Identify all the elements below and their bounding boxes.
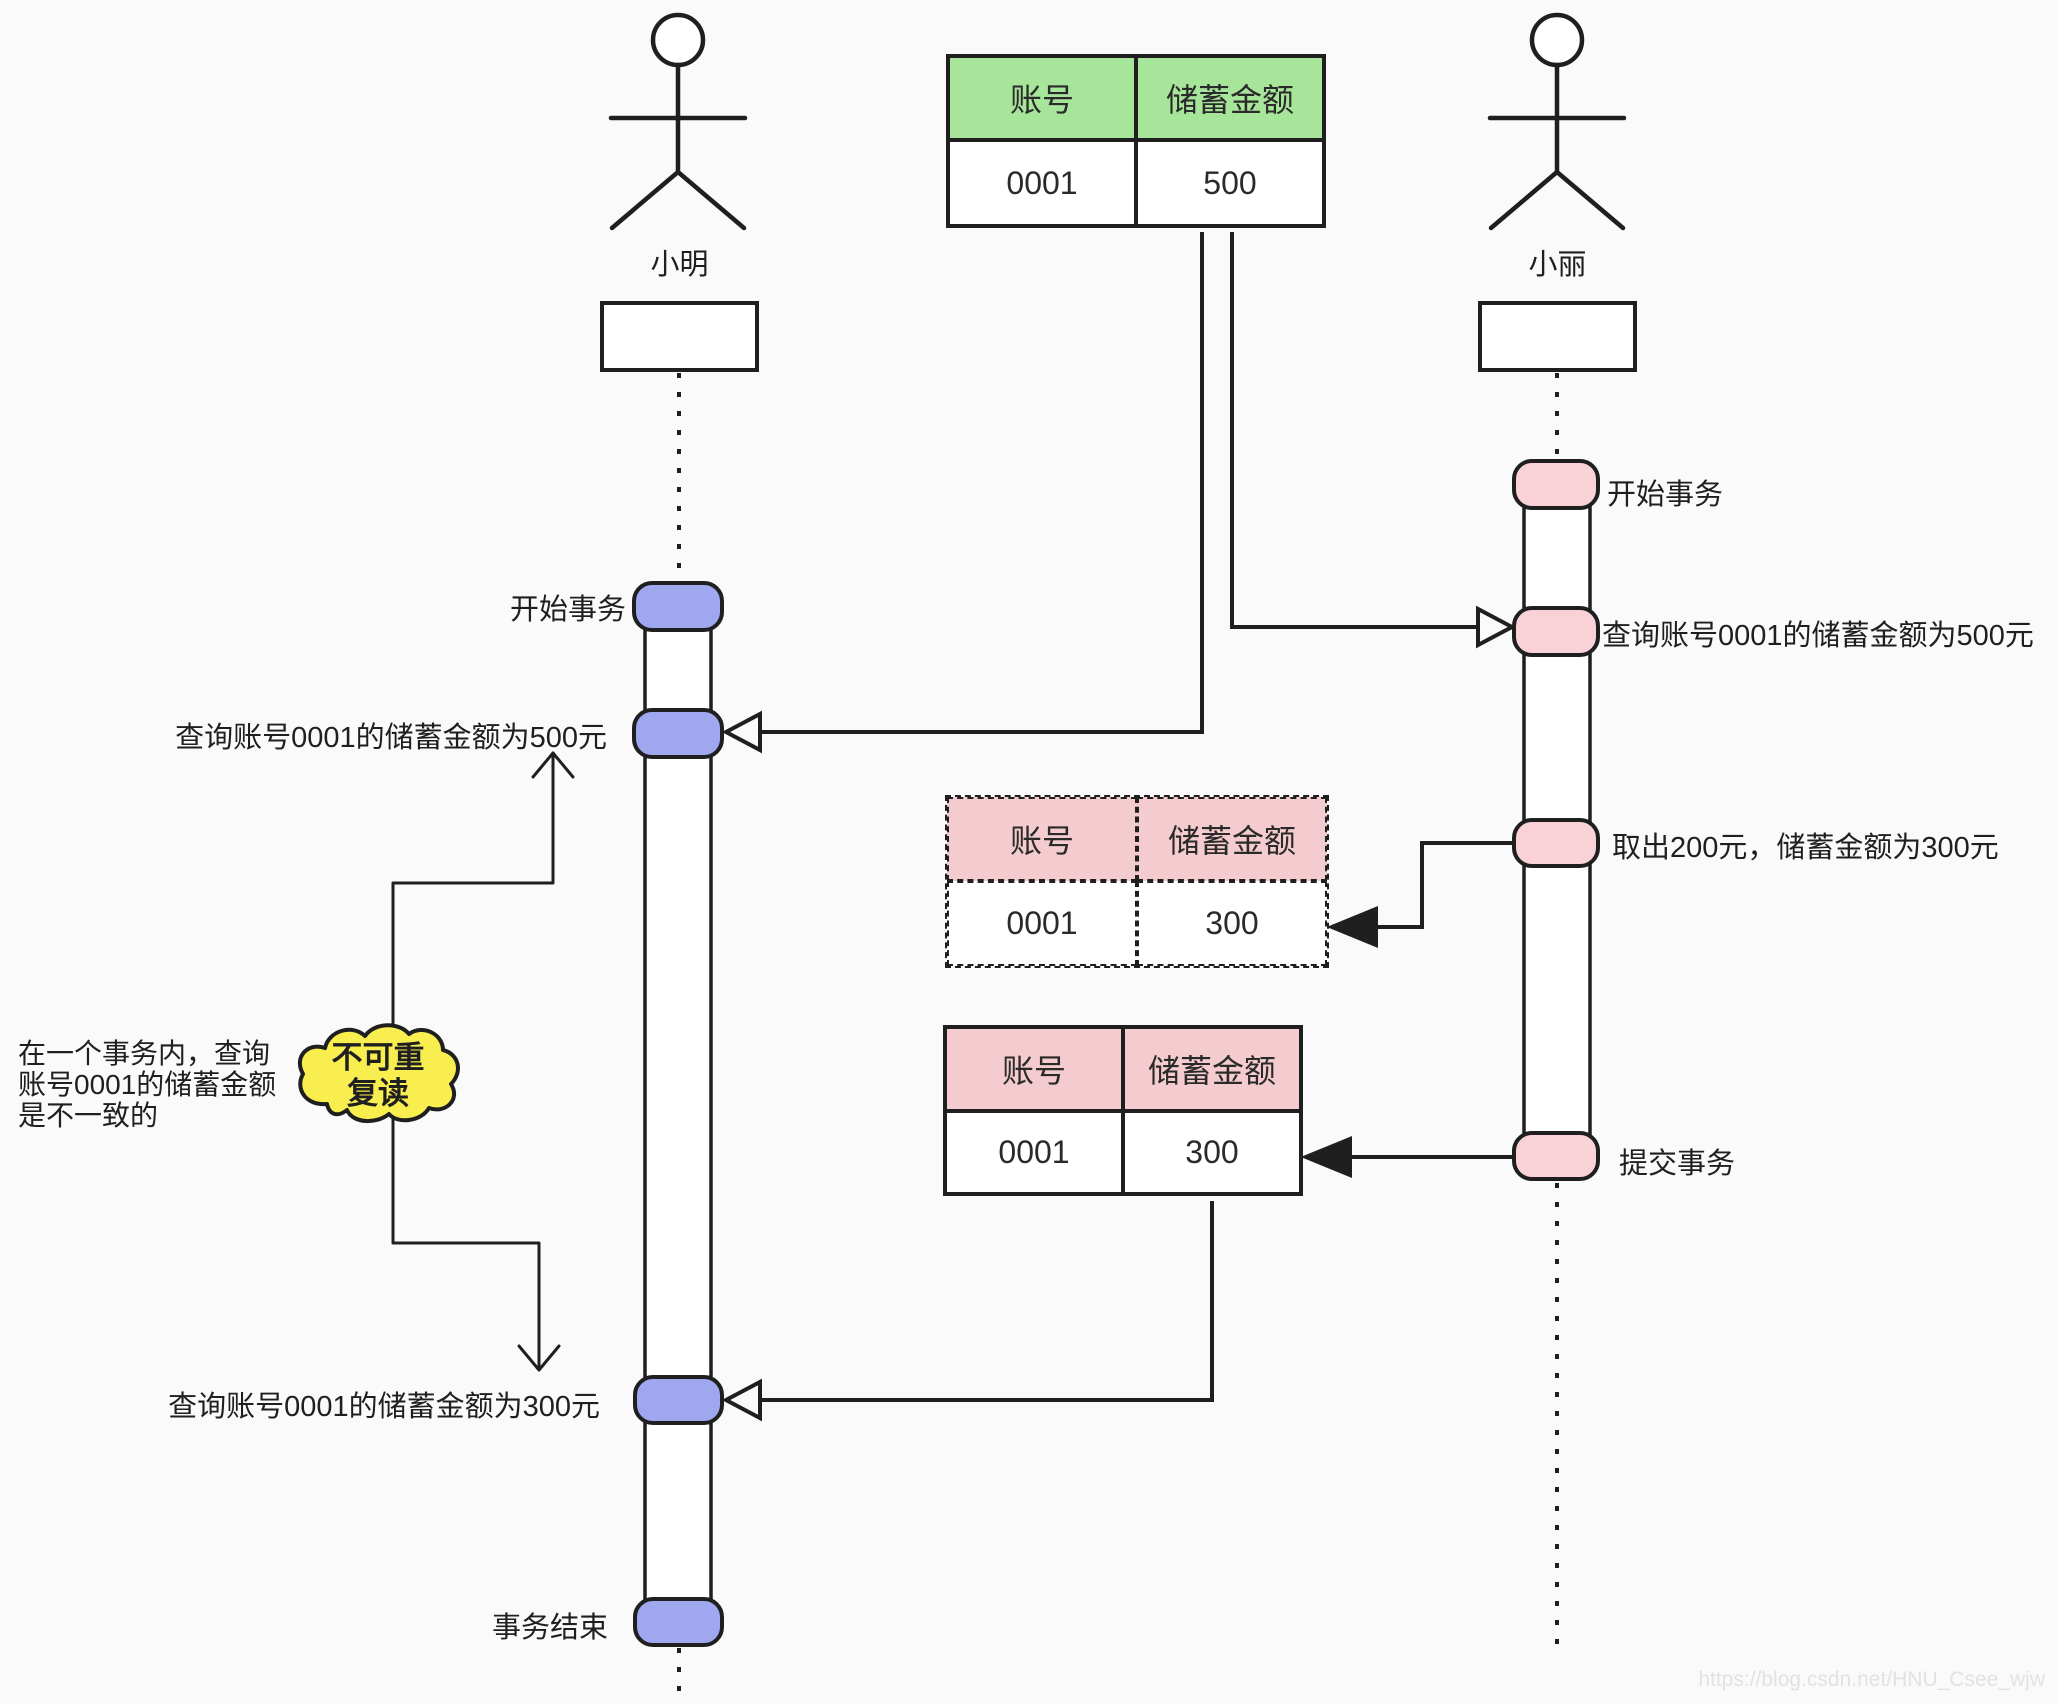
table-initial-balance: 账号 储蓄金额 0001 500 [946, 54, 1326, 228]
table-data-cell: 300 [1123, 1111, 1301, 1194]
arrow-withdraw-to-uncommitted-table [1326, 841, 1513, 948]
watermark-url: https://blog.csdn.net/HNU_Csee_wjw [1698, 1668, 2045, 1691]
xiaoming-activation-bar [643, 603, 713, 1625]
table-data-cell: 0001 [945, 1111, 1123, 1194]
table-committed-balance: 账号 储蓄金额 0001 300 [943, 1025, 1303, 1196]
table-data-cell: 300 [1137, 881, 1327, 966]
annotation-note-text: 在一个事务内，查询 账号0001的储蓄金额 是不一致的 [18, 1038, 277, 1131]
label-right-query-500: 查询账号0001的储蓄金额为500元 [1602, 620, 2034, 652]
label-left-query-500: 查询账号0001的储蓄金额为500元 [175, 722, 607, 754]
label-left-begin-tx: 开始事务 [509, 594, 626, 626]
right-node-begin-tx [1512, 459, 1600, 510]
actor-name-xiaoming: 小明 [650, 249, 709, 281]
table-header-cell: 储蓄金额 [1137, 797, 1327, 881]
table-data-cell: 500 [1136, 140, 1324, 226]
table-data-cell: 0001 [947, 881, 1137, 966]
label-right-withdraw: 取出200元，储蓄金额为300元 [1612, 832, 1999, 864]
cloud-callout-text: 不可重 复读 [331, 1040, 425, 1111]
label-left-query-300: 查询账号0001的储蓄金额为300元 [168, 1391, 600, 1423]
left-node-query-500 [632, 708, 724, 759]
xiaoli-lifeline-head-box [1478, 301, 1637, 372]
label-right-begin-tx: 开始事务 [1607, 479, 1724, 511]
arrow-initial-table-to-xiaoli [1230, 232, 1517, 649]
left-node-begin-tx [632, 581, 724, 632]
actor-name-xiaoli: 小丽 [1528, 249, 1587, 281]
actor-xiaoming-figure [608, 12, 748, 231]
xiaoming-lifeline-head-box [600, 301, 759, 372]
right-node-query-500 [1512, 606, 1600, 657]
cloud-callout [297, 1023, 460, 1123]
left-node-end-tx [633, 1597, 724, 1647]
table-header-cell: 账号 [948, 56, 1136, 140]
right-node-withdraw [1512, 818, 1600, 868]
table-header-cell: 账号 [947, 797, 1137, 881]
arrow-initial-table-to-xiaoming [721, 232, 1204, 754]
label-left-end-tx: 事务结束 [491, 1612, 608, 1644]
left-node-query-300 [633, 1375, 724, 1425]
table-header-cell: 储蓄金额 [1123, 1027, 1301, 1111]
label-right-commit: 提交事务 [1619, 1148, 1736, 1180]
actor-xiaoli-figure [1487, 12, 1627, 231]
table-uncommitted-balance: 账号 储蓄金额 0001 300 [945, 795, 1329, 968]
lifeline-dotted-segments [677, 373, 1559, 1700]
right-node-commit [1512, 1131, 1600, 1181]
table-data-cell: 0001 [948, 140, 1136, 226]
arrow-commit-to-committed-table [1300, 1136, 1513, 1178]
table-header-cell: 账号 [945, 1027, 1123, 1111]
table-header-cell: 储蓄金额 [1136, 56, 1324, 140]
arrow-committed-table-to-xiaoming [721, 1201, 1214, 1422]
